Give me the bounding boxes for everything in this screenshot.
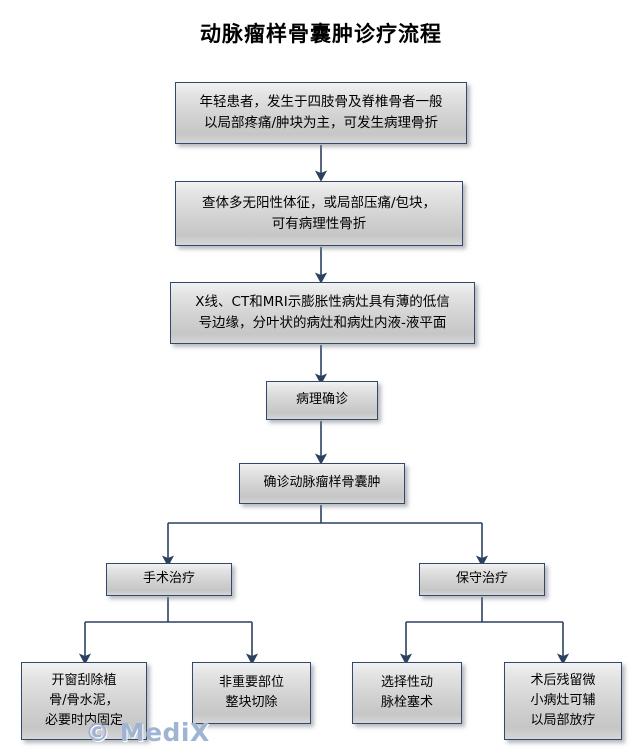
node-diagnosis-label: 确诊动脉瘤样骨囊肿: [263, 475, 381, 491]
node-diagnosis[interactable]: 确诊动脉瘤样骨囊肿: [239, 463, 405, 504]
watermark: © MediX: [85, 718, 210, 747]
node-en-bloc-resection-label: 非重要部位 整块切除: [218, 674, 284, 710]
node-conservative-treatment[interactable]: 保守治疗: [419, 563, 545, 596]
node-arterial-embolization[interactable]: 选择性动 脉栓塞术: [352, 662, 462, 724]
node-surgical-treatment[interactable]: 手术治疗: [106, 563, 232, 596]
node-pathology-confirm-label: 病理确诊: [295, 392, 348, 408]
node-arterial-embolization-label: 选择性动 脉栓塞术: [380, 674, 433, 710]
node-conservative-treatment-label: 保守治疗: [455, 571, 508, 587]
node-physical-exam[interactable]: 查体多无阳性体征，或局部压痛/包块， 可有病理性骨折: [175, 181, 463, 246]
node-surgical-treatment-label: 手术治疗: [142, 571, 195, 587]
node-physical-exam-label: 查体多无阳性体征，或局部压痛/包块， 可有病理性骨折: [201, 194, 437, 232]
node-curettage-bonegraft[interactable]: 开窗刮除植 骨/骨水泥， 必要时内固定: [21, 662, 147, 740]
page-title: 动脉瘤样骨囊肿诊疗流程: [200, 22, 442, 46]
node-symptoms-label: 年轻患者，发生于四肢骨及脊椎骨者一般 以局部疼痛/肿块为主，可发生病理骨折: [199, 94, 443, 131]
node-imaging[interactable]: X线、CT和MRI示膨胀性病灶具有薄的低信 号边缘，分叶状的病灶和病灶内液-液平…: [170, 282, 475, 344]
node-symptoms[interactable]: 年轻患者，发生于四肢骨及脊椎骨者一般 以局部疼痛/肿块为主，可发生病理骨折: [175, 82, 467, 144]
node-pathology-confirm[interactable]: 病理确诊: [266, 381, 378, 420]
node-local-radiotherapy-label: 术后残留微 小病灶可辅 以局部放疗: [530, 672, 596, 729]
node-local-radiotherapy[interactable]: 术后残留微 小病灶可辅 以局部放疗: [504, 662, 622, 740]
node-en-bloc-resection[interactable]: 非重要部位 整块切除: [192, 662, 311, 724]
node-imaging-label: X线、CT和MRI示膨胀性病灶具有薄的低信 号边缘，分叶状的病灶和病灶内液-液平…: [195, 294, 450, 331]
node-curettage-bonegraft-label: 开窗刮除植 骨/骨水泥， 必要时内固定: [44, 672, 123, 729]
